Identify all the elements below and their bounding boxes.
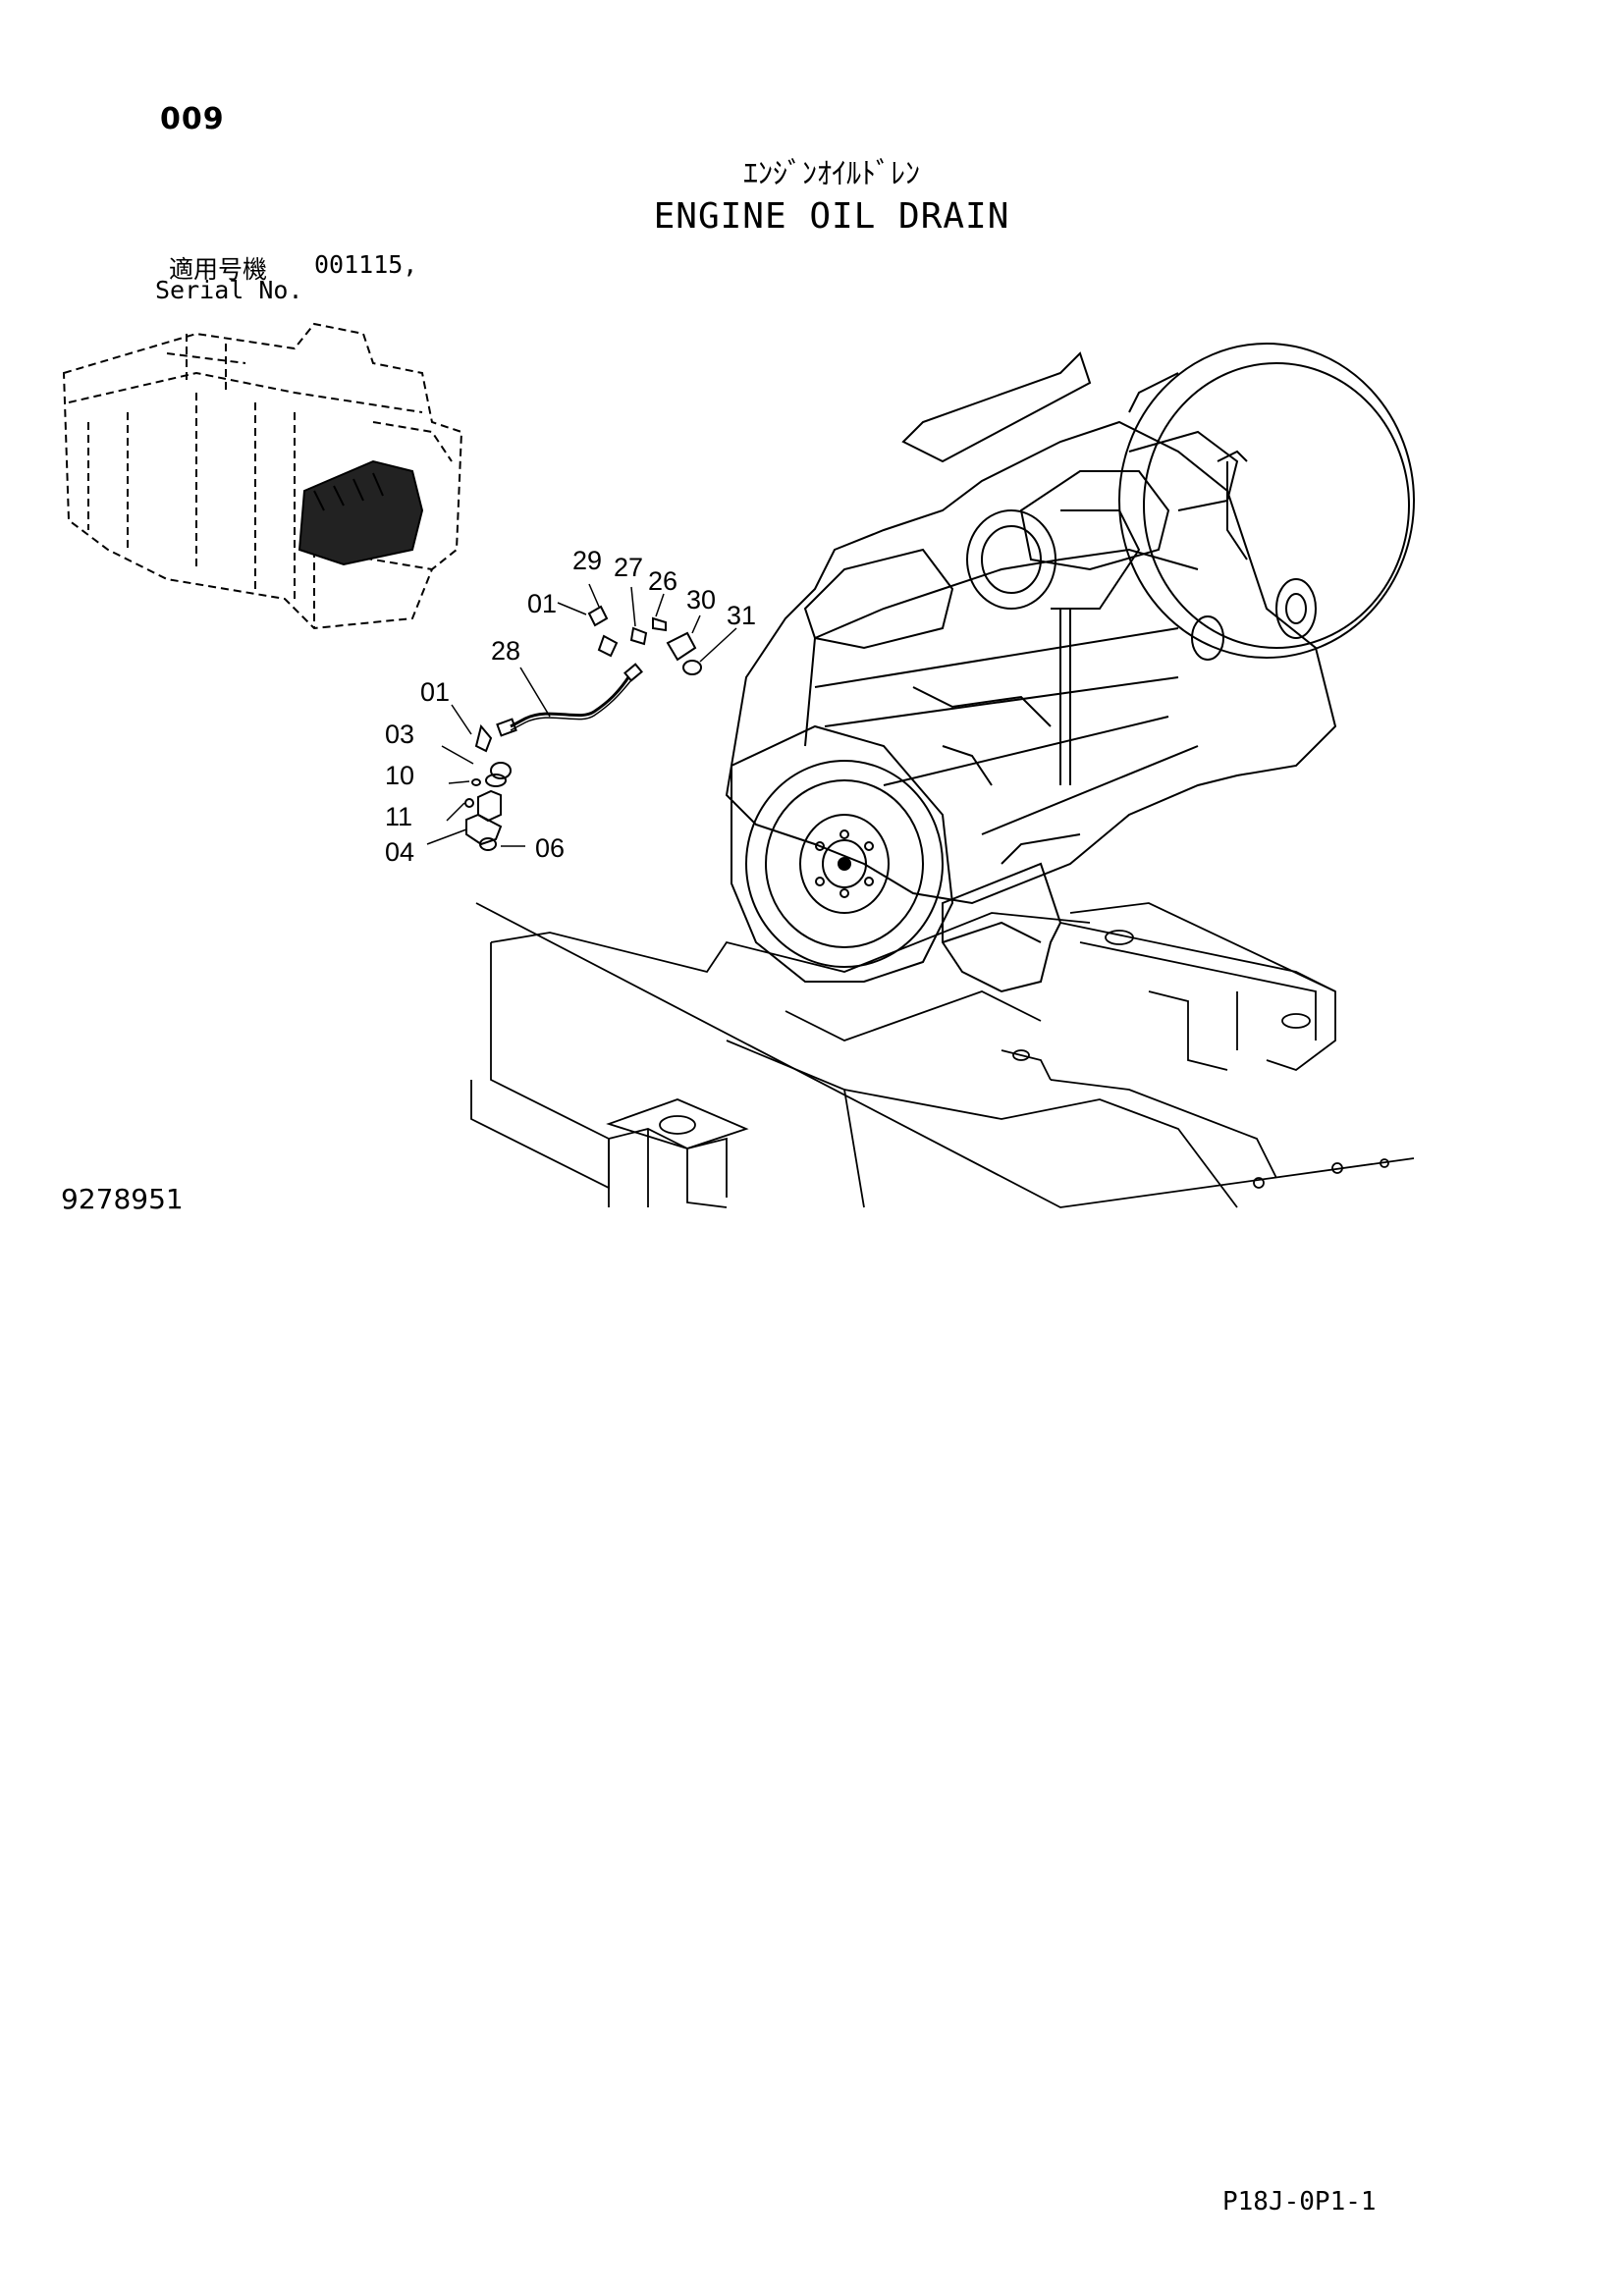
engine-body (725, 351, 1337, 905)
callout-01-lower: 01 (420, 677, 450, 707)
callout-04: 04 (385, 837, 414, 867)
page-code: P18J-0P1-1 (1222, 2187, 1377, 2216)
page-title: ENGINE OIL DRAIN (653, 196, 1010, 237)
callout-labels: 29 27 26 30 31 01 28 01 03 10 11 04 06 (385, 546, 756, 867)
drawing-number: 9278951 (61, 1183, 184, 1215)
oil-pan (942, 833, 1081, 993)
callout-26: 26 (648, 566, 677, 596)
engine-drawing: 29 27 26 30 31 01 28 01 03 10 11 04 06 (62, 322, 1415, 1208)
callout-27: 27 (614, 553, 643, 582)
machine-overview-icon (62, 322, 463, 630)
serial-label-japanese: 適用号機 (169, 255, 268, 284)
callout-03: 03 (385, 720, 414, 749)
callout-29: 29 (572, 546, 602, 575)
title-japanese: ｴﾝｼﾞﾝｵｲﾙﾄﾞﾚﾝ (743, 157, 920, 191)
leader-lines (426, 583, 737, 847)
callout-10: 10 (385, 761, 414, 790)
flywheel-disk (1118, 343, 1415, 659)
callout-30: 30 (686, 585, 716, 614)
chassis-frame (470, 902, 1415, 1208)
page-number: 009 (160, 102, 225, 136)
serial-label: Serial No. (155, 276, 303, 304)
callout-06: 06 (535, 833, 565, 863)
callout-01-upper: 01 (527, 589, 557, 618)
drain-hose-assembly (464, 605, 702, 851)
callout-31: 31 (727, 601, 756, 630)
callout-11: 11 (385, 802, 412, 831)
callout-28: 28 (491, 636, 520, 666)
engine-highlight-icon (298, 459, 424, 566)
serial-value: 001115, (314, 250, 418, 279)
front-flywheel (731, 724, 954, 983)
